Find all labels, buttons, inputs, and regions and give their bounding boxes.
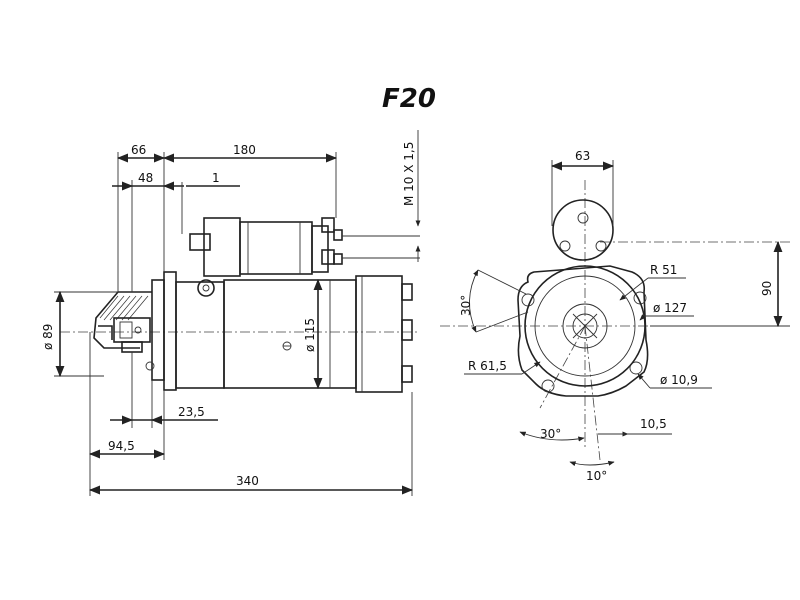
dim-66: 66 — [131, 143, 146, 157]
dim-10-5: 10,5 — [640, 417, 667, 431]
dim-1: 1 — [212, 171, 220, 185]
dim-63: 63 — [575, 149, 590, 163]
end-view: 63 90 R 51 ø 127 R 61,5 ø 10,9 30° 30° 1 — [440, 149, 790, 483]
dim-r61-5: R 61,5 — [468, 359, 507, 373]
dim-dia-89: ø 89 — [41, 324, 55, 350]
dim-48: 48 — [138, 171, 153, 185]
dim-dia-127: ø 127 — [653, 301, 687, 315]
dim-dia-10-9: ø 10,9 — [660, 373, 698, 387]
diagram-title: F20 — [382, 84, 436, 114]
dim-340: 340 — [236, 474, 259, 488]
dim-thread: M 10 X 1,5 — [402, 142, 416, 206]
dim-180: 180 — [233, 143, 256, 157]
side-view: 66 180 48 1 M 10 X 1,5 ø 89 ø 115 — [41, 130, 421, 496]
dim-23-5: 23,5 — [178, 405, 205, 419]
angle-10: 10° — [586, 469, 607, 483]
dim-r51: R 51 — [650, 263, 677, 277]
dim-94-5: 94,5 — [108, 439, 135, 453]
dim-90: 90 — [760, 281, 774, 296]
angle-30-left: 30° — [459, 295, 473, 316]
angle-30-bottom: 30° — [540, 427, 561, 441]
dim-dia-115: ø 115 — [303, 318, 317, 352]
